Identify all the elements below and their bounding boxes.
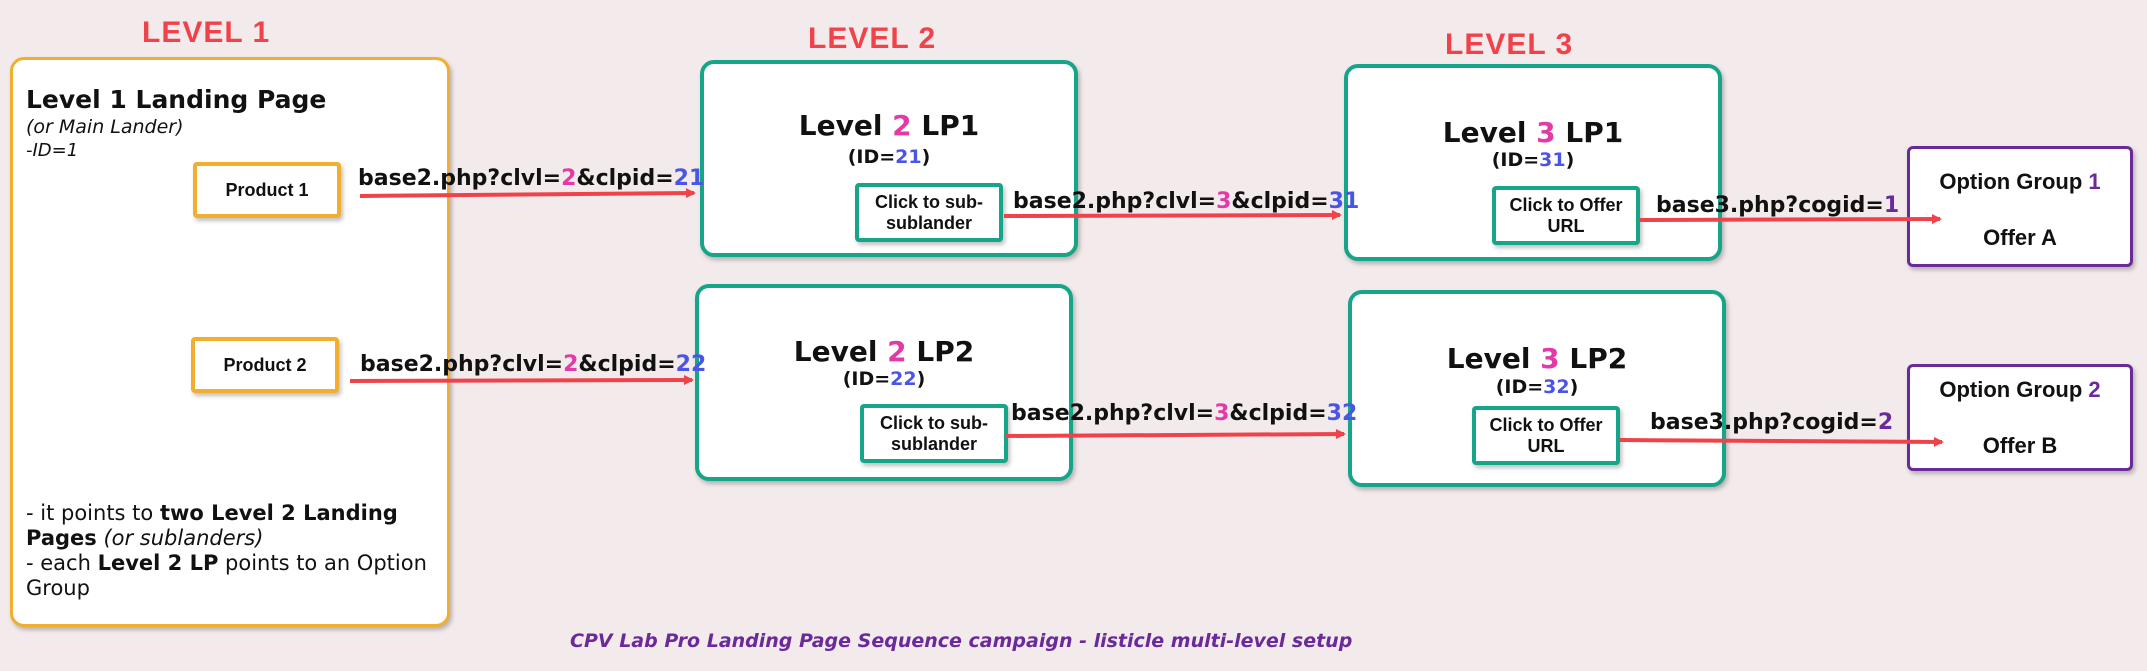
arrow-level3-lp1-to-option1 [1639, 214, 1942, 225]
product-1-button[interactable]: Product 1 [193, 162, 341, 218]
level1-id-note: -ID=1 [26, 140, 79, 161]
option-group-title: Option Group 2 [1939, 377, 2101, 402]
level1-landing-page: Level 1 Landing Page (or Main Lander) -I… [10, 57, 450, 627]
link-label-product2: base2.php?clvl=2&clpid=22 [360, 352, 707, 377]
level1-title: Level 1 Landing Page [26, 85, 327, 114]
link-label-lp1: base2.php?clvl=3&clpid=31 [1013, 189, 1360, 214]
level-2-heading: LEVEL 2 [808, 22, 937, 55]
lp-title: Level 3 LP2 [1446, 342, 1628, 375]
option-group-title: Option Group 1 [1939, 169, 2101, 194]
lp-id: (ID=21) [847, 146, 931, 168]
arrow-lp1-to-level3-lp1 [1003, 210, 1342, 221]
lp-id: (ID=22) [842, 368, 926, 390]
link-label-lp2: base2.php?clvl=3&clpid=32 [1011, 401, 1358, 426]
level1-subtitle: (or Main Lander) [26, 116, 184, 138]
level1-note-1: - it points to two Level 2 Landing Pages… [26, 501, 398, 550]
diagram-caption: CPV Lab Pro Landing Page Sequence campai… [570, 630, 1353, 652]
offer-label: Offer A [1983, 225, 2057, 250]
lp-title: Level 2 LP2 [793, 335, 975, 368]
offer-url-button-lp2[interactable]: Click to Offer URL [1472, 406, 1620, 465]
lp-title: Level 3 LP1 [1442, 116, 1624, 149]
lp-id: (ID=32) [1495, 376, 1579, 398]
level1-note-2: - each Level 2 LP points to an Option Gr… [26, 551, 427, 600]
sub-sublander-button-lp1[interactable]: Click to sub-sublander [855, 183, 1003, 242]
arrow-product2-to-lp2 [349, 375, 694, 386]
lp-id: (ID=31) [1491, 149, 1575, 171]
offer-label: Offer B [1982, 433, 2058, 458]
level-3-heading: LEVEL 3 [1445, 28, 1574, 61]
product-2-button[interactable]: Product 2 [191, 337, 339, 393]
arrow-product1-to-lp1 [359, 188, 696, 199]
lp-title: Level 2 LP1 [798, 109, 980, 142]
link-label-offer2: base3.php?cogid=2 [1650, 410, 1894, 435]
option-group-2-box: Option Group 2 Offer B [1907, 364, 2133, 471]
arrow-level3-lp2-to-option2 [1619, 436, 1944, 447]
link-label-product1: base2.php?clvl=2&clpid=21 [358, 166, 705, 191]
level-1-heading: LEVEL 1 [142, 16, 271, 49]
sub-sublander-button-lp2[interactable]: Click to sub-sublander [860, 404, 1008, 463]
offer-url-button-lp1[interactable]: Click to Offer URL [1492, 186, 1640, 245]
arrow-lp2-to-level3-lp2 [1005, 429, 1346, 440]
option-group-1-box: Option Group 1 Offer A [1907, 146, 2133, 267]
link-label-offer1: base3.php?cogid=1 [1656, 193, 1900, 218]
